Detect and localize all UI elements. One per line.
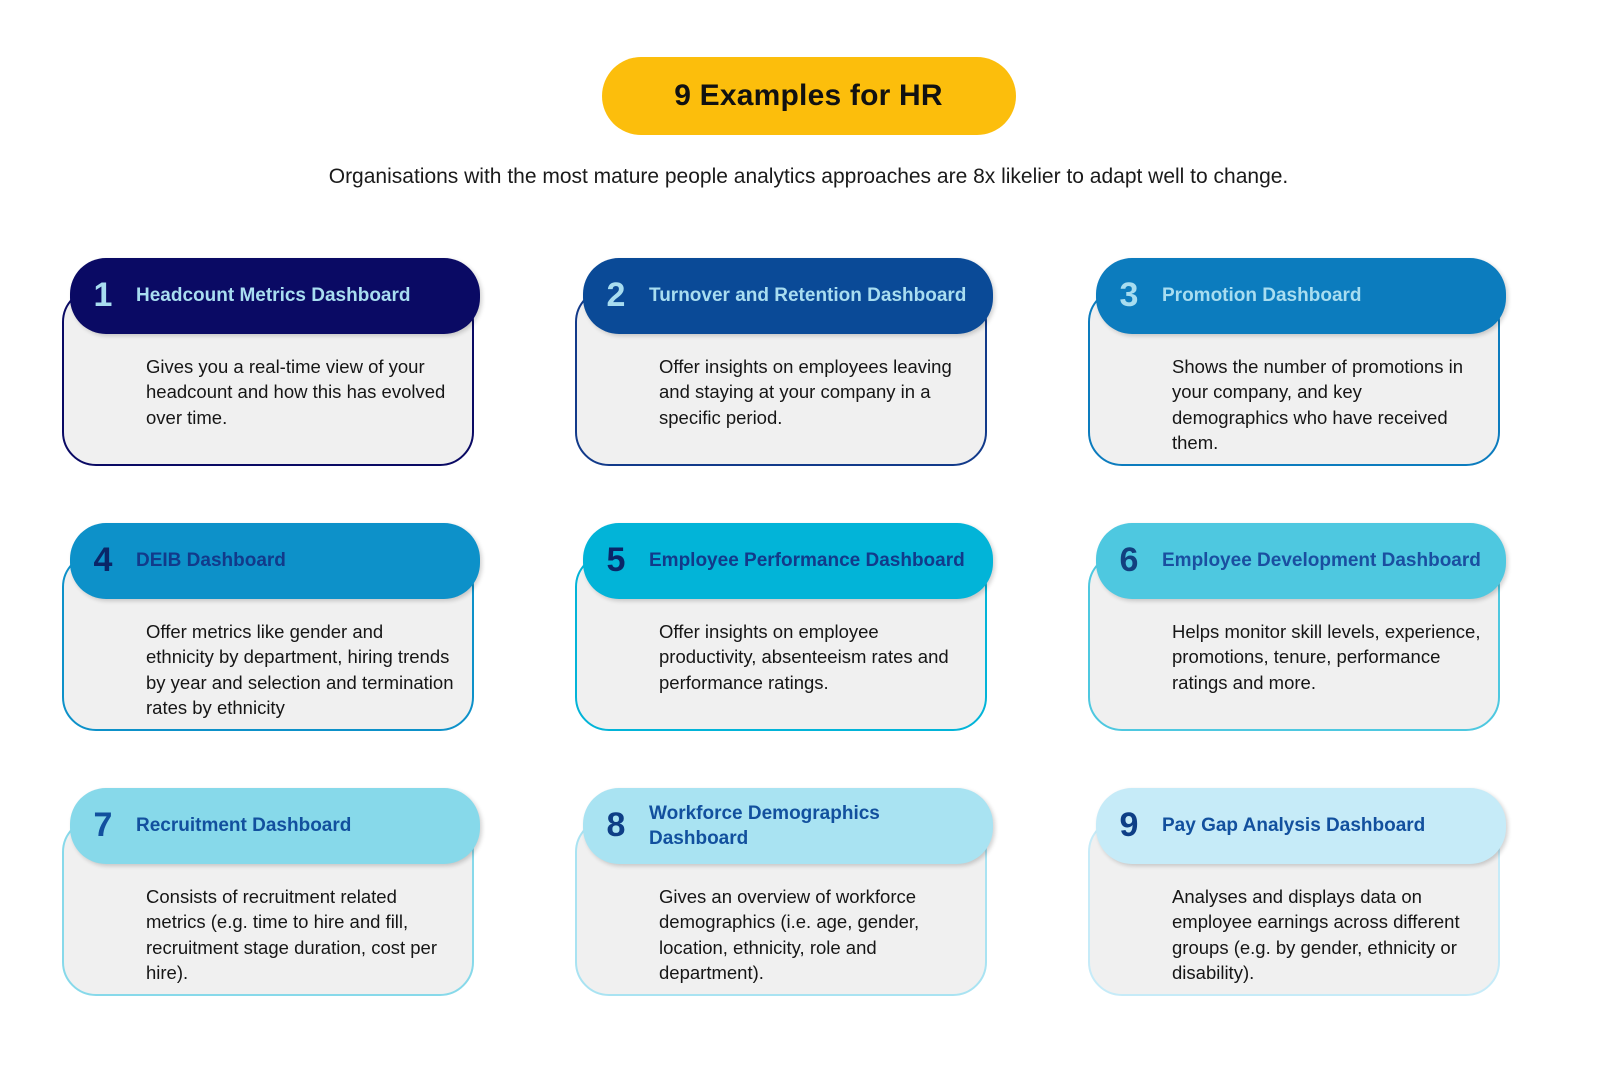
card-number: 5: [606, 541, 626, 579]
card-title: Headcount Metrics Dashboard: [136, 285, 411, 307]
card-title: Employee Performance Dashboard: [649, 550, 965, 572]
subtitle-text: Organisations with the most mature peopl…: [328, 165, 1289, 188]
card-header[interactable]: 1 Headcount Metrics Dashboard: [70, 258, 480, 334]
card-title: Workforce Demographics Dashboard: [649, 802, 880, 849]
card-description: Offer insights on employee productivity,…: [659, 621, 949, 693]
card-number: 6: [1119, 541, 1139, 579]
card-description: Consists of recruitment related metrics …: [146, 886, 438, 984]
card-number: 2: [606, 276, 626, 314]
card-number: 4: [93, 541, 113, 579]
page-title: 9 Examples for HR: [674, 79, 943, 112]
card-description: Shows the number of promotions in your c…: [1172, 356, 1464, 454]
card-header[interactable]: 4 DEIB Dashboard: [70, 523, 480, 599]
card-title: Employee Development Dashboard: [1162, 550, 1481, 572]
card-description: Helps monitor skill levels, experience, …: [1172, 621, 1481, 693]
card-number: 7: [93, 806, 113, 844]
card-number: 9: [1119, 806, 1139, 844]
card-description: Analyses and displays data on employee e…: [1172, 886, 1460, 984]
card-header[interactable]: 6 Employee Development Dashboard: [1096, 523, 1506, 599]
card-header[interactable]: 2 Turnover and Retention Dashboard: [583, 258, 993, 334]
card-description: Gives an overview of workforce demograph…: [659, 886, 920, 984]
card-number: 1: [93, 276, 113, 314]
card-title: Turnover and Retention Dashboard: [649, 285, 967, 307]
card-title: Promotion Dashboard: [1162, 285, 1362, 307]
card-number: 3: [1119, 276, 1139, 314]
card-header[interactable]: 9 Pay Gap Analysis Dashboard: [1096, 788, 1506, 864]
card-title: Recruitment Dashboard: [136, 815, 352, 837]
card-header[interactable]: 3 Promotion Dashboard: [1096, 258, 1506, 334]
card-header[interactable]: 7 Recruitment Dashboard: [70, 788, 480, 864]
card-description: Offer metrics like gender and ethnicity …: [146, 621, 454, 719]
card-title: Pay Gap Analysis Dashboard: [1162, 815, 1426, 837]
title-pill: 9 Examples for HR: [601, 57, 1016, 135]
card-header[interactable]: 8 Workforce Demographics Dashboard: [583, 788, 993, 864]
card-number: 8: [606, 806, 626, 844]
card-description: Gives you a real-time view of your headc…: [146, 356, 446, 428]
card-description: Offer insights on employees leaving and …: [659, 356, 952, 428]
title-banner: 9 Examples for HR: [0, 57, 1617, 135]
card-title: DEIB Dashboard: [136, 550, 286, 572]
card-header[interactable]: 5 Employee Performance Dashboard: [583, 523, 993, 599]
